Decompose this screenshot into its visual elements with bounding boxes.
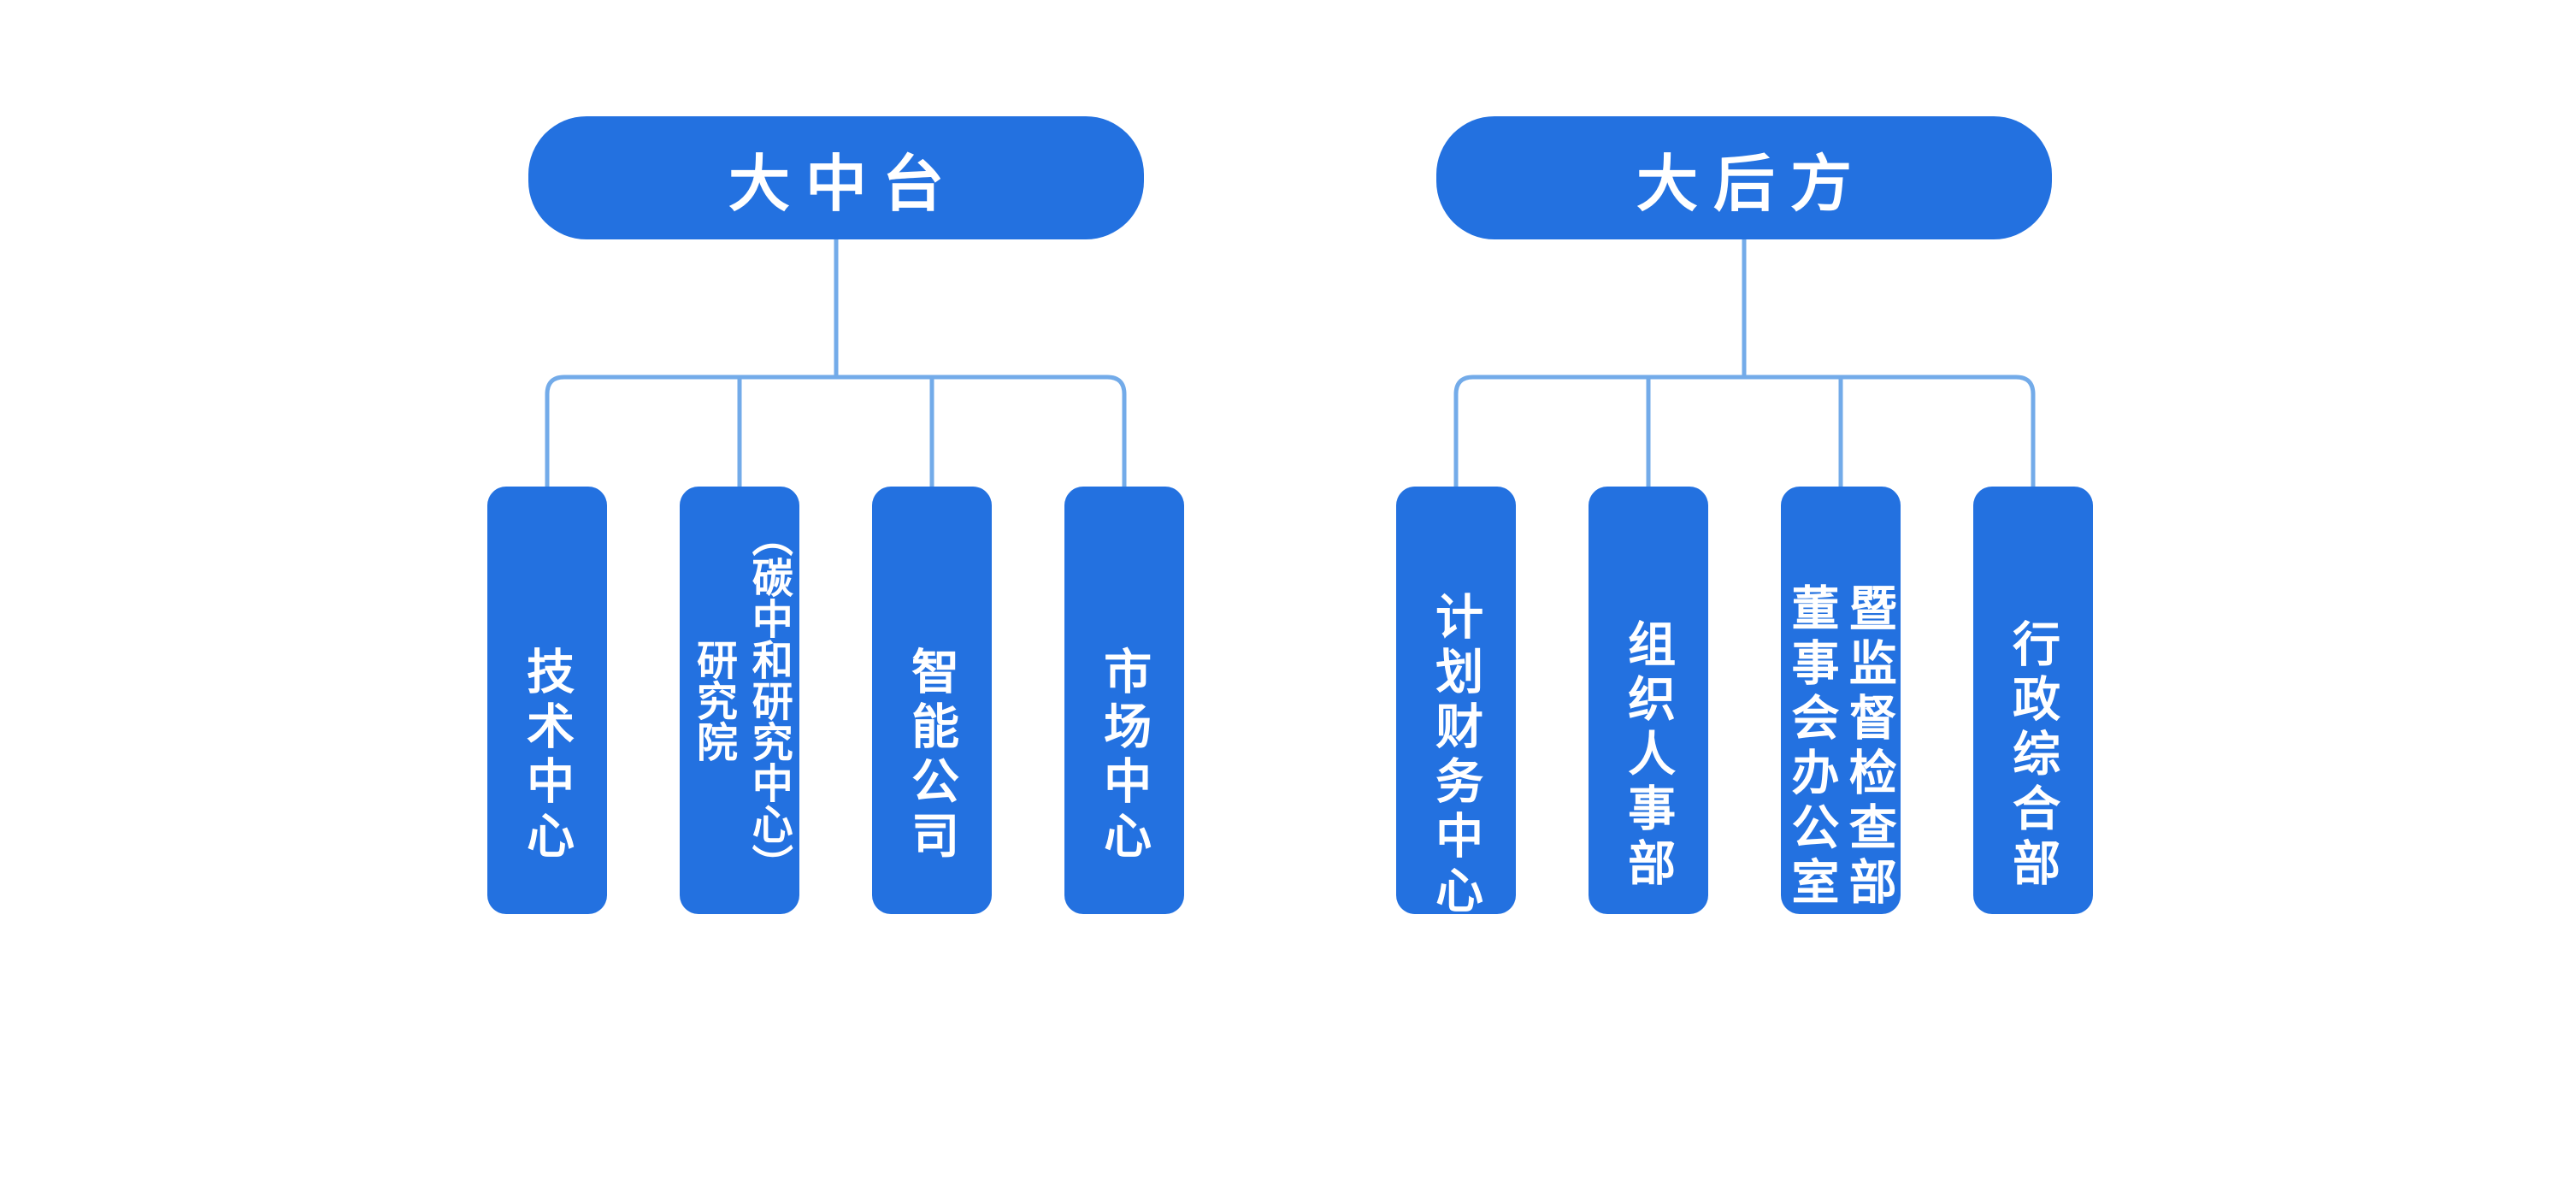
org-node-yanjiuyuan[interactable]: 研究院 （碳中和研究中心） [680,487,799,914]
org-node-shichang-zhongxin[interactable]: 市场中心 [1064,487,1184,914]
org-group-header-dahoufang[interactable]: 大后方 [1436,116,2052,239]
org-node-label: 市场中心 [1095,646,1152,865]
label-line: 智能公司 [905,646,959,865]
org-node-label: 计划财务中心 [1427,592,1484,914]
label-line: 计划财务中心 [1429,592,1483,914]
org-group-header-label: 大后方 [1636,150,1867,219]
org-node-dongshihui-bangongshi[interactable]: 董事会办公室 暨监督检查部 [1781,487,1901,914]
label-line: （碳中和研究中心） [745,516,791,885]
org-node-jishu-zhongxin[interactable]: 技术中心 [487,487,607,914]
org-group-header-label: 大中台 [728,150,959,219]
org-node-label: 智能公司 [903,646,960,865]
org-node-label: 组织人事部 [1619,619,1677,893]
label-line: 技术中心 [520,646,575,865]
org-node-xingzheng-zonghebu[interactable]: 行政综合部 [1973,487,2093,914]
label-line: 市场中心 [1097,646,1152,865]
org-node-label: 研究院 （碳中和研究中心） [684,516,795,885]
org-node-jihua-caiwu-zhongxin[interactable]: 计划财务中心 [1396,487,1516,914]
label-line: 董事会办公室 [1785,583,1839,912]
label-line: 暨监督检查部 [1842,583,1897,912]
connector-bus-dazhongtai [545,375,1127,487]
org-node-label: 行政综合部 [2004,619,2061,893]
label-line: 组织人事部 [1621,619,1676,893]
org-node-label: 董事会办公室 暨监督检查部 [1783,583,1898,912]
org-group-header-dazhongtai[interactable]: 大中台 [528,116,1144,239]
org-node-label: 技术中心 [518,646,575,865]
connector-bus-dahoufang [1453,375,2036,487]
org-node-zuzhi-renshibu[interactable]: 组织人事部 [1589,487,1708,914]
label-line: 行政综合部 [2006,619,2060,893]
org-node-zhineng-gongsi[interactable]: 智能公司 [872,487,992,914]
label-line: 研究院 [690,639,735,762]
